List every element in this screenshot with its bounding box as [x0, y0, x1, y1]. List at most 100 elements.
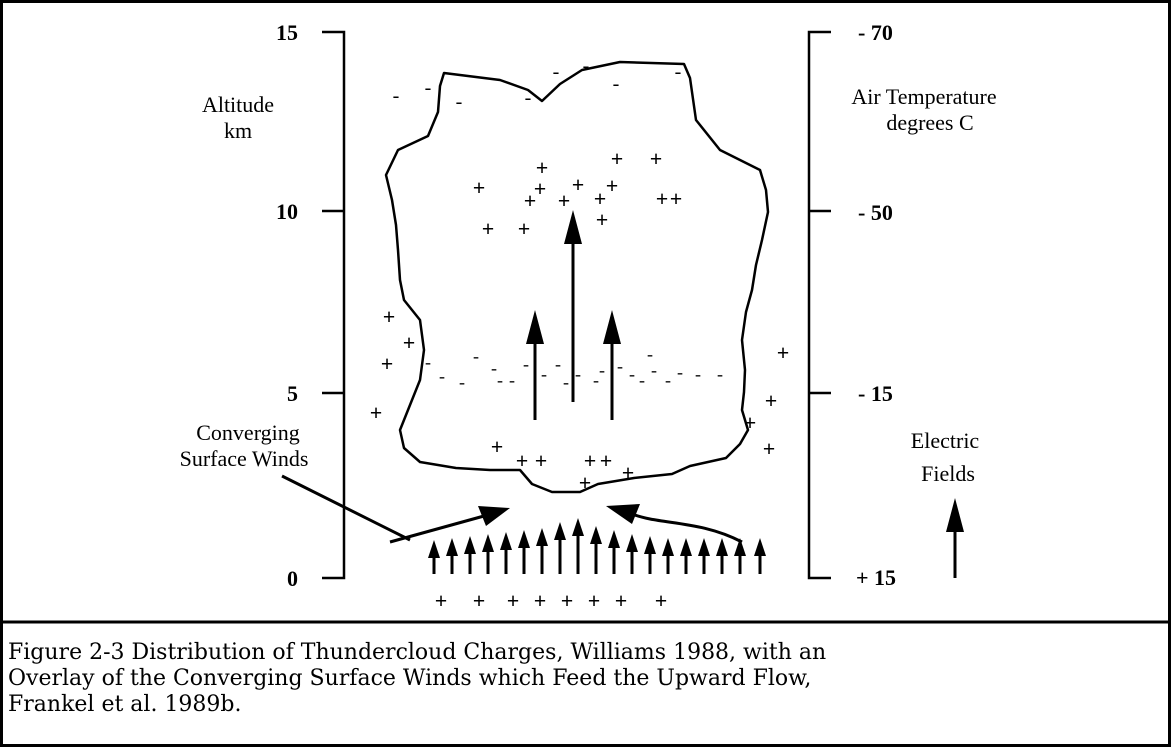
svg-text:+: +	[518, 216, 531, 241]
svg-text:-: -	[459, 372, 465, 392]
svg-text:-: -	[509, 370, 515, 390]
caption-line-2: Overlay of the Converging Surface Winds …	[8, 666, 812, 691]
svg-text:+: +	[572, 172, 585, 197]
wind-arrow-left	[281, 474, 411, 542]
temperature-tick-minus50: - 50	[858, 200, 893, 225]
converging-wind-arrows	[281, 474, 743, 544]
field-arrow-head	[662, 538, 674, 556]
svg-text:+: +	[777, 340, 790, 365]
svg-text:+: +	[744, 410, 757, 435]
svg-text:-: -	[525, 87, 532, 109]
electric-fields-label: Electric	[911, 428, 980, 453]
svg-text:-: -	[629, 364, 635, 384]
middle-negative-charges: - - - - - - - - - - - - - - - - - - - - …	[425, 344, 723, 392]
svg-text:+: +	[584, 448, 597, 473]
svg-text:+: +	[611, 146, 624, 171]
svg-text:+: +	[403, 330, 416, 355]
field-arrow-head	[608, 530, 620, 548]
svg-text:+: +	[588, 588, 601, 613]
field-arrow-head	[590, 526, 602, 544]
svg-text:-: -	[639, 370, 645, 390]
svg-text:-: -	[491, 358, 497, 378]
field-arrow-head	[536, 528, 548, 546]
updraft-arrowhead-center	[564, 210, 582, 244]
svg-text:-: -	[563, 372, 569, 392]
svg-text:+: +	[435, 588, 448, 613]
temperature-title: Air Temperature	[851, 84, 996, 109]
field-arrow-head	[644, 536, 656, 554]
svg-text:+: +	[606, 173, 619, 198]
svg-text:-: -	[523, 354, 529, 374]
svg-text:+: +	[473, 175, 486, 200]
svg-text:+: +	[622, 460, 635, 485]
altitude-title: Altitude	[202, 92, 274, 117]
ground-positive-charges: + + + + + + + +	[435, 588, 668, 613]
svg-text:-: -	[575, 364, 581, 384]
svg-text:-: -	[425, 352, 431, 372]
electric-field-indicator	[946, 498, 964, 578]
field-arrow-head	[554, 522, 566, 540]
svg-text:-: -	[613, 73, 620, 95]
wind-arrowhead-left	[478, 506, 510, 526]
svg-text:+: +	[655, 588, 668, 613]
svg-text:-: -	[651, 360, 657, 380]
upper-negative-charges: - - - - - - - -	[393, 55, 682, 113]
field-arrow-head	[626, 534, 638, 552]
svg-text:+: +	[473, 588, 486, 613]
svg-text:-: -	[647, 344, 653, 364]
electric-fields-label-line2: Fields	[921, 461, 975, 486]
field-arrow-head	[446, 538, 458, 556]
svg-text:-: -	[425, 77, 432, 99]
figure-caption: Figure 2-3 Distribution of Thundercloud …	[8, 640, 1168, 718]
svg-text:-: -	[583, 55, 590, 77]
altitude-unit: km	[224, 118, 252, 143]
field-arrow-head	[482, 534, 494, 552]
wind-arrow-right	[631, 512, 743, 544]
svg-text:+: +	[594, 186, 607, 211]
svg-text:-: -	[717, 364, 723, 384]
altitude-axis: 15 10 5 0 Altitude km	[202, 20, 346, 591]
field-arrow-head	[500, 532, 512, 550]
updraft-arrows	[526, 210, 621, 420]
caption-line-1: Figure 2-3 Distribution of Thundercloud …	[8, 640, 827, 665]
cloud-outline	[384, 60, 770, 494]
altitude-tick-10: 10	[276, 199, 298, 224]
svg-text:-: -	[665, 370, 671, 390]
svg-text:+: +	[656, 186, 669, 211]
outer-positive-charges: + + + + + + + +	[370, 304, 790, 461]
converging-winds-label-line2: Surface Winds	[180, 446, 309, 471]
svg-text:-: -	[393, 85, 400, 107]
svg-text:-: -	[553, 61, 560, 83]
wind-arrowhead-right	[606, 504, 640, 524]
svg-text:+: +	[596, 207, 609, 232]
temperature-axis: - 70 - 50 - 15 + 15 Air Temperature degr…	[807, 20, 997, 590]
upper-positive-charges: + + + + + + + + + + + + + + +	[473, 146, 683, 241]
svg-text:+: +	[370, 400, 383, 425]
svg-text:-: -	[593, 370, 599, 390]
svg-text:+: +	[383, 304, 396, 329]
svg-text:+: +	[381, 351, 394, 376]
svg-text:-: -	[473, 346, 479, 366]
caption-line-3: Frankel et al. 1989b.	[8, 692, 242, 717]
svg-text:-: -	[677, 362, 683, 382]
field-arrow-head	[572, 518, 584, 536]
svg-text:-: -	[617, 356, 623, 376]
svg-text:-: -	[497, 370, 503, 390]
svg-text:+: +	[516, 448, 529, 473]
svg-text:+: +	[765, 388, 778, 413]
svg-text:+: +	[579, 470, 592, 495]
svg-text:-: -	[675, 61, 682, 83]
svg-text:+: +	[600, 448, 613, 473]
svg-text:-: -	[456, 91, 463, 113]
field-arrow-head	[518, 530, 530, 548]
temperature-tick-minus15: - 15	[858, 381, 893, 406]
svg-text:-: -	[555, 354, 561, 374]
svg-text:+: +	[561, 588, 574, 613]
field-arrow-head	[698, 538, 710, 556]
svg-text:+: +	[534, 176, 547, 201]
svg-text:-: -	[439, 366, 445, 386]
altitude-tick-15: 15	[276, 20, 298, 45]
svg-text:+: +	[534, 588, 547, 613]
